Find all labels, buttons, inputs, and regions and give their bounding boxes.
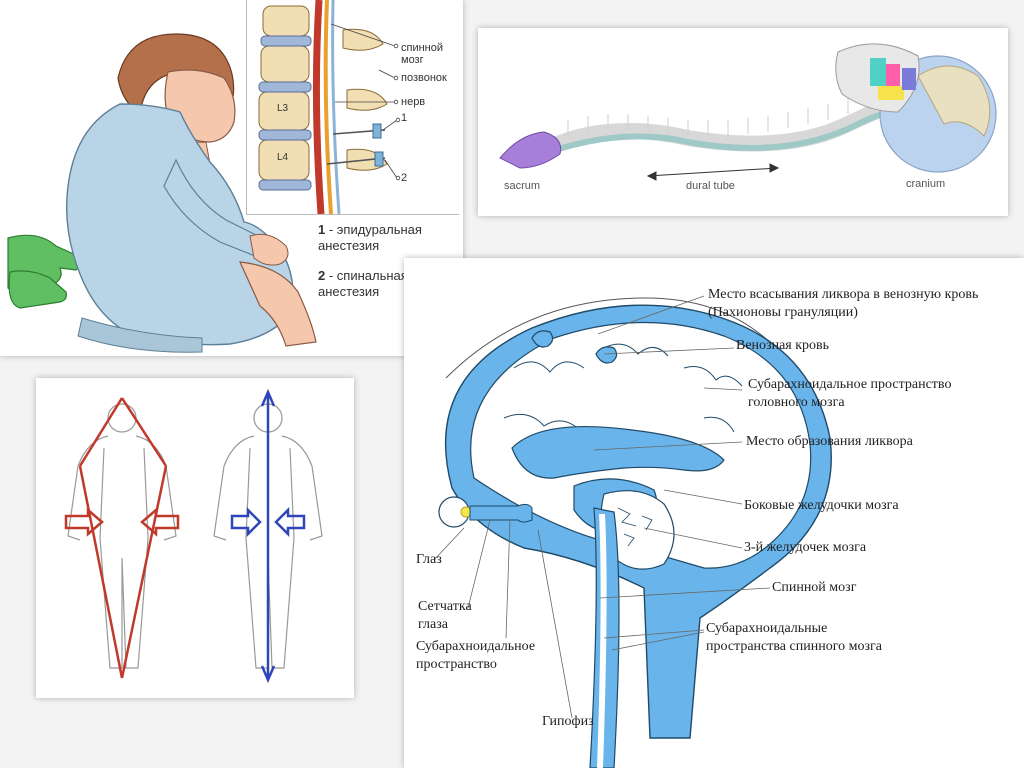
dural-tube-arrow	[646, 163, 780, 181]
venous-blood-label: Венозная кровь	[736, 338, 830, 353]
vertebra-label: позвонок	[401, 72, 447, 84]
legend-item-1-text: - эпидуральная анестезия	[318, 222, 422, 253]
needle-1-label: 1	[401, 112, 408, 124]
retina-label: Сетчатка глаза	[418, 599, 472, 632]
formation-label: Место образования ликвора	[746, 434, 913, 449]
cranium-label: cranium	[906, 178, 946, 190]
woman-illustration	[7, 33, 317, 353]
dural-tube-panel: sacrum dural tube cranium	[478, 28, 1008, 216]
spinal-cord-label: спинной мозг	[401, 42, 444, 66]
gown	[65, 103, 294, 346]
cranium-shape	[835, 43, 997, 173]
legend-item-1-num: 1	[318, 222, 326, 237]
body-figures	[64, 388, 323, 684]
pituitary-label: Гипофиз	[542, 714, 594, 729]
legend-item-1: 1 - эпидуральная анестезия	[318, 222, 458, 254]
legend-item-2-text: - спинальная анестезия	[318, 268, 408, 299]
brain-csf-panel: Место всасывания ликвора в венозную кров…	[404, 258, 1024, 768]
subarachnoid-brain-label: Субарахноидальное пространство головного…	[748, 377, 952, 410]
spine-illustration	[258, 0, 401, 214]
spinal-cord-label: Спинной мозг	[772, 580, 857, 595]
subarachnoid-label: Субарахноидальное пространство	[416, 639, 536, 672]
red-arrows	[64, 397, 180, 679]
sacrum-shape	[499, 131, 562, 169]
legend-item-2: 2 - спинальная анестезия	[318, 268, 458, 300]
dural-tube-label: dural tube	[686, 180, 735, 192]
legend-item-2-num: 2	[318, 268, 326, 283]
needle-2-label: 2	[401, 172, 408, 184]
brain-csf-illustration	[433, 295, 832, 768]
eye-shape	[438, 496, 533, 528]
blue-arrows	[230, 388, 306, 684]
gloved-hands	[7, 234, 82, 309]
dural-tube-illustration	[499, 43, 997, 181]
body-arrows-panel	[36, 378, 354, 698]
dural-tube	[536, 109, 893, 159]
eye-label: Глаз	[416, 552, 442, 567]
anesthesia-panel: спинной мозг позвонок нерв L3 L4 1 2 1 -…	[0, 0, 463, 356]
nerve-label: нерв	[401, 96, 426, 108]
sacrum-label: sacrum	[504, 180, 541, 192]
third-ventricle-label: 3-й желудочек мозга	[744, 540, 867, 555]
lateral-ventricles-label: Боковые желудочки мозга	[744, 498, 899, 513]
level-l4-label: L4	[277, 152, 289, 163]
absorption-label: Место всасывания ликвора в венозную кров…	[708, 287, 979, 320]
level-l3-label: L3	[277, 103, 289, 114]
lateral-ventricle	[511, 426, 725, 479]
subarachnoid-spinal-label: Субарахноидальные пространства спинного …	[706, 621, 882, 654]
spine-inset: спинной мозг позвонок нерв L3 L4 1 2	[246, 0, 459, 215]
